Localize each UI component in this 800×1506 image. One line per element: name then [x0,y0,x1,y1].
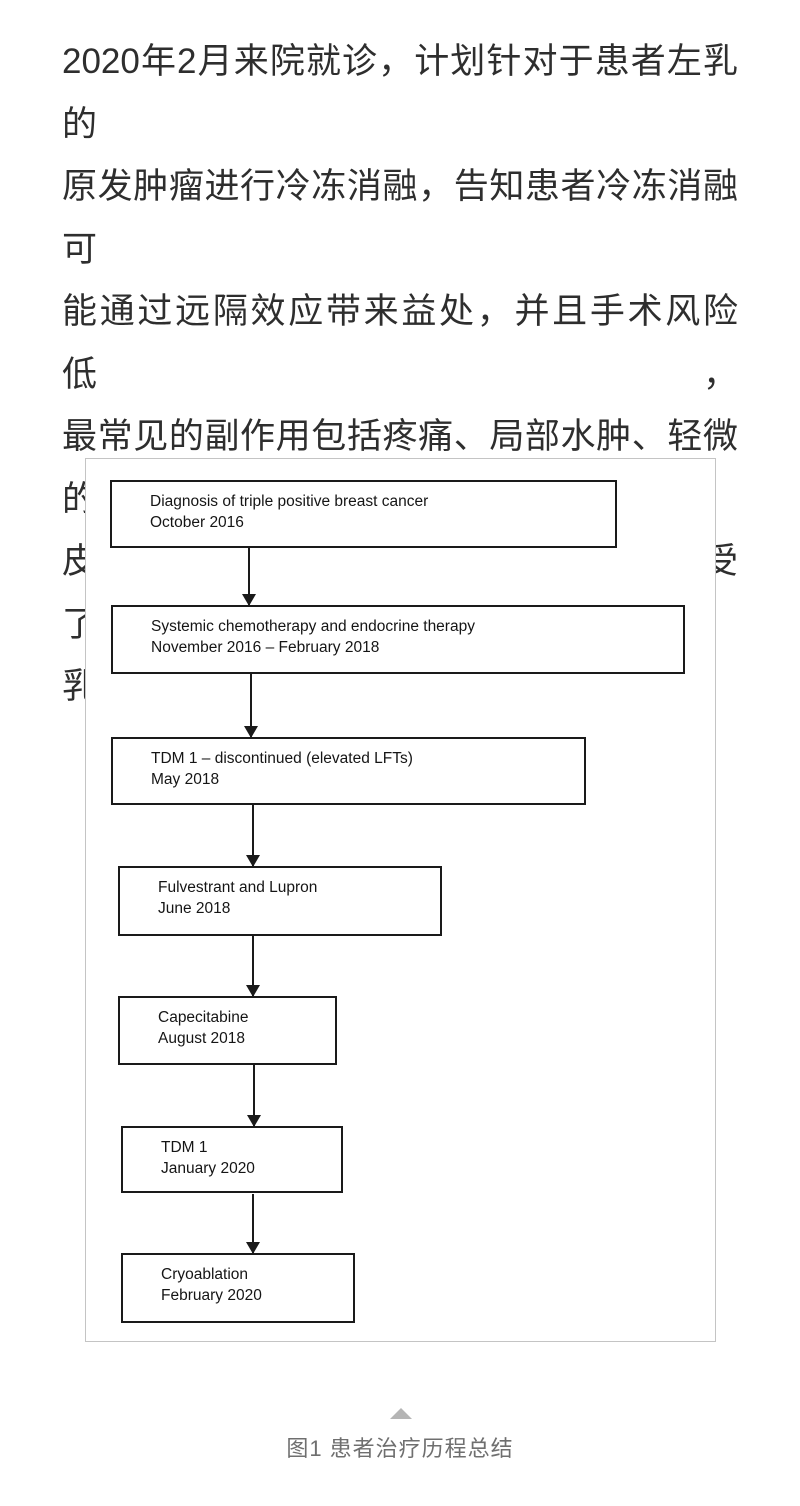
flow-step-date: August 2018 [158,1030,246,1047]
flow-step-tdm1-discontinued: TDM 1 – discontinued (elevated LFTs) May… [111,737,586,805]
paragraph-line: 2020年2月来院就诊，计划针对于患者左乳的 [62,42,738,144]
flow-step-date: June 2018 [158,900,231,917]
flow-step-date: October 2016 [150,514,244,531]
flow-step-label: Diagnosis of triple positive breast canc… [150,493,429,510]
flow-step-label: Systemic chemotherapy and endocrine ther… [151,618,475,635]
triangle-up-icon[interactable] [390,1408,412,1419]
treatment-timeline-figure: Diagnosis of triple positive breast canc… [85,458,716,1342]
flow-arrow-down-icon [253,1065,255,1126]
flow-step-date: November 2016 – February 2018 [151,639,380,656]
flow-step-date: May 2018 [151,771,220,788]
flow-arrow-down-icon [252,1194,254,1253]
flow-step-label: TDM 1 [161,1139,208,1156]
flow-arrow-down-icon [252,936,254,996]
flow-step-label: Fulvestrant and Lupron [158,879,318,896]
paragraph-line: 原发肿瘤进行冷冻消融，告知患者冷冻消融可 [62,167,738,269]
flow-arrow-down-icon [250,674,252,737]
flow-step-fulvestrant-lupron: Fulvestrant and Lupron June 2018 [118,866,442,936]
flow-arrow-down-icon [248,548,250,605]
paragraph-line: 能通过远隔效应带来益处，并且手术风险低， [62,292,738,394]
flow-arrow-down-icon [252,805,254,866]
flow-step-chemotherapy: Systemic chemotherapy and endocrine ther… [111,605,685,674]
flow-step-date: January 2020 [161,1160,255,1177]
flow-step-tdm1: TDM 1 January 2020 [121,1126,343,1193]
flow-step-capecitabine: Capecitabine August 2018 [118,996,337,1065]
flow-step-label: TDM 1 – discontinued (elevated LFTs) [151,750,413,767]
flow-step-label: Cryoablation [161,1266,249,1283]
flow-step-date: February 2020 [161,1287,262,1304]
paragraph-line: 最常见的副作用包括疼痛、局部水肿、轻微的 [62,417,738,519]
flow-step-diagnosis: Diagnosis of triple positive breast canc… [110,480,617,548]
flow-step-cryoablation: Cryoablation February 2020 [121,1253,355,1323]
flow-step-label: Capecitabine [158,1009,249,1026]
figure-caption: 图1 患者治疗历程总结 [286,1436,514,1461]
